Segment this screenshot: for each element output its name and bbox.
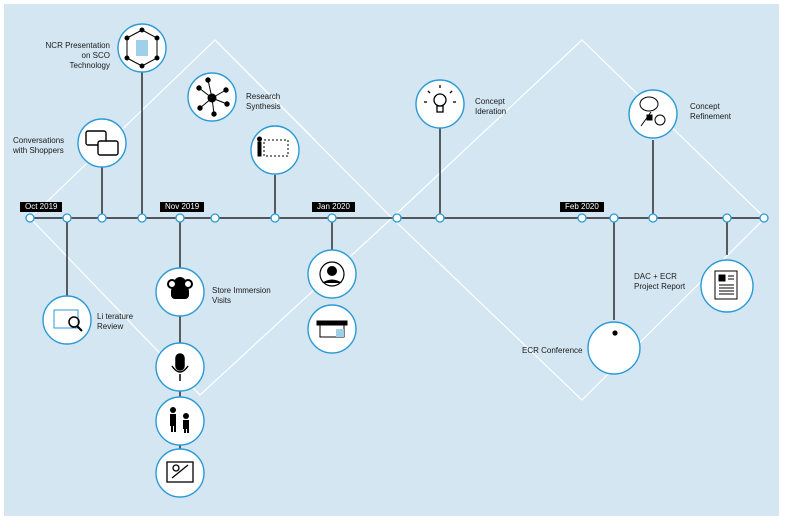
label-line: Conversations [13,136,65,145]
timeline-node [25,213,35,223]
label-line: Concept [690,102,720,111]
chat-bubbles-icon [85,130,119,156]
label-line: Refinement [690,112,731,121]
ecr-conference-label: ECR Conference [522,346,582,356]
background-panel [4,4,779,516]
timeline-node [97,213,107,223]
people-icon [124,27,160,69]
two-people-icon [170,407,189,433]
timeline-node [609,213,619,223]
literature-review-circle [42,295,92,345]
ecr-conference-circle [587,321,641,375]
dot-icon [612,330,618,336]
label-line: Project Report [634,282,686,291]
label-line: Concept [475,97,505,106]
timeline-node [210,213,220,223]
timeline-node [175,213,185,223]
lightbulb-icon [424,85,456,113]
literature-review-label: Li terature Review [97,312,133,332]
timeline-node [137,213,147,223]
label-line: Visits [212,296,231,305]
report-icon [714,270,738,300]
label-line: Store Immersion [212,286,271,295]
presentation-circle [250,125,300,175]
magnifier-document-icon [53,309,83,332]
concept-ideation-label: Concept Ideration [475,97,506,117]
label-line: DAC + ECR [634,272,677,281]
timeline-node [327,213,337,223]
label-line: NCR Presentation [45,41,110,50]
presentation-icon [257,136,289,157]
label-line: Synthesis [246,102,281,111]
label-line: ECR Conference [522,346,583,355]
timeline-node [759,213,769,223]
concept-refinement-label: Concept Refinement [690,102,731,122]
timeline-node [435,213,445,223]
timeline-node [722,213,732,223]
timeline-node [577,213,587,223]
store-circle [307,304,357,354]
date-tag-oct-2019: Oct 2019 [20,202,63,212]
store-icon [316,320,348,338]
label-line: Review [97,322,124,331]
label-line: Ideration [475,107,507,116]
timeline-node [270,213,280,223]
label-line: on SCO Technology [69,51,110,70]
date-tag-jan-2020: Jan 2020 [312,202,355,212]
date-tag-nov-2019: Nov 2019 [160,202,205,212]
timeline-node [62,213,72,223]
research-synthesis-label: Research Synthesis [246,92,281,112]
date-tag-feb-2020: Feb 2020 [560,202,604,212]
ncr-presentation-label: NCR Presentation on SCO Technology [40,41,110,71]
timeline-node [648,213,658,223]
store-immersion-label: Store Immersion Visits [212,286,271,306]
label-line: Research [246,92,281,101]
sketch-circle [155,448,205,498]
label-line: Li terature [97,312,134,321]
network-icon [196,77,230,117]
microphone-icon [171,353,189,381]
observation-circle [155,396,205,446]
sketch-icon [166,461,194,483]
binoculars-icon [167,277,193,299]
timeline-node [392,213,402,223]
person-avatar-icon [319,261,345,287]
dac-ecr-report-label: DAC + ECR Project Report [634,272,685,292]
brain-gear-icon [639,96,666,127]
label-line: with Shoppers [13,146,64,155]
conversations-label: Conversations with Shoppers [13,136,64,156]
